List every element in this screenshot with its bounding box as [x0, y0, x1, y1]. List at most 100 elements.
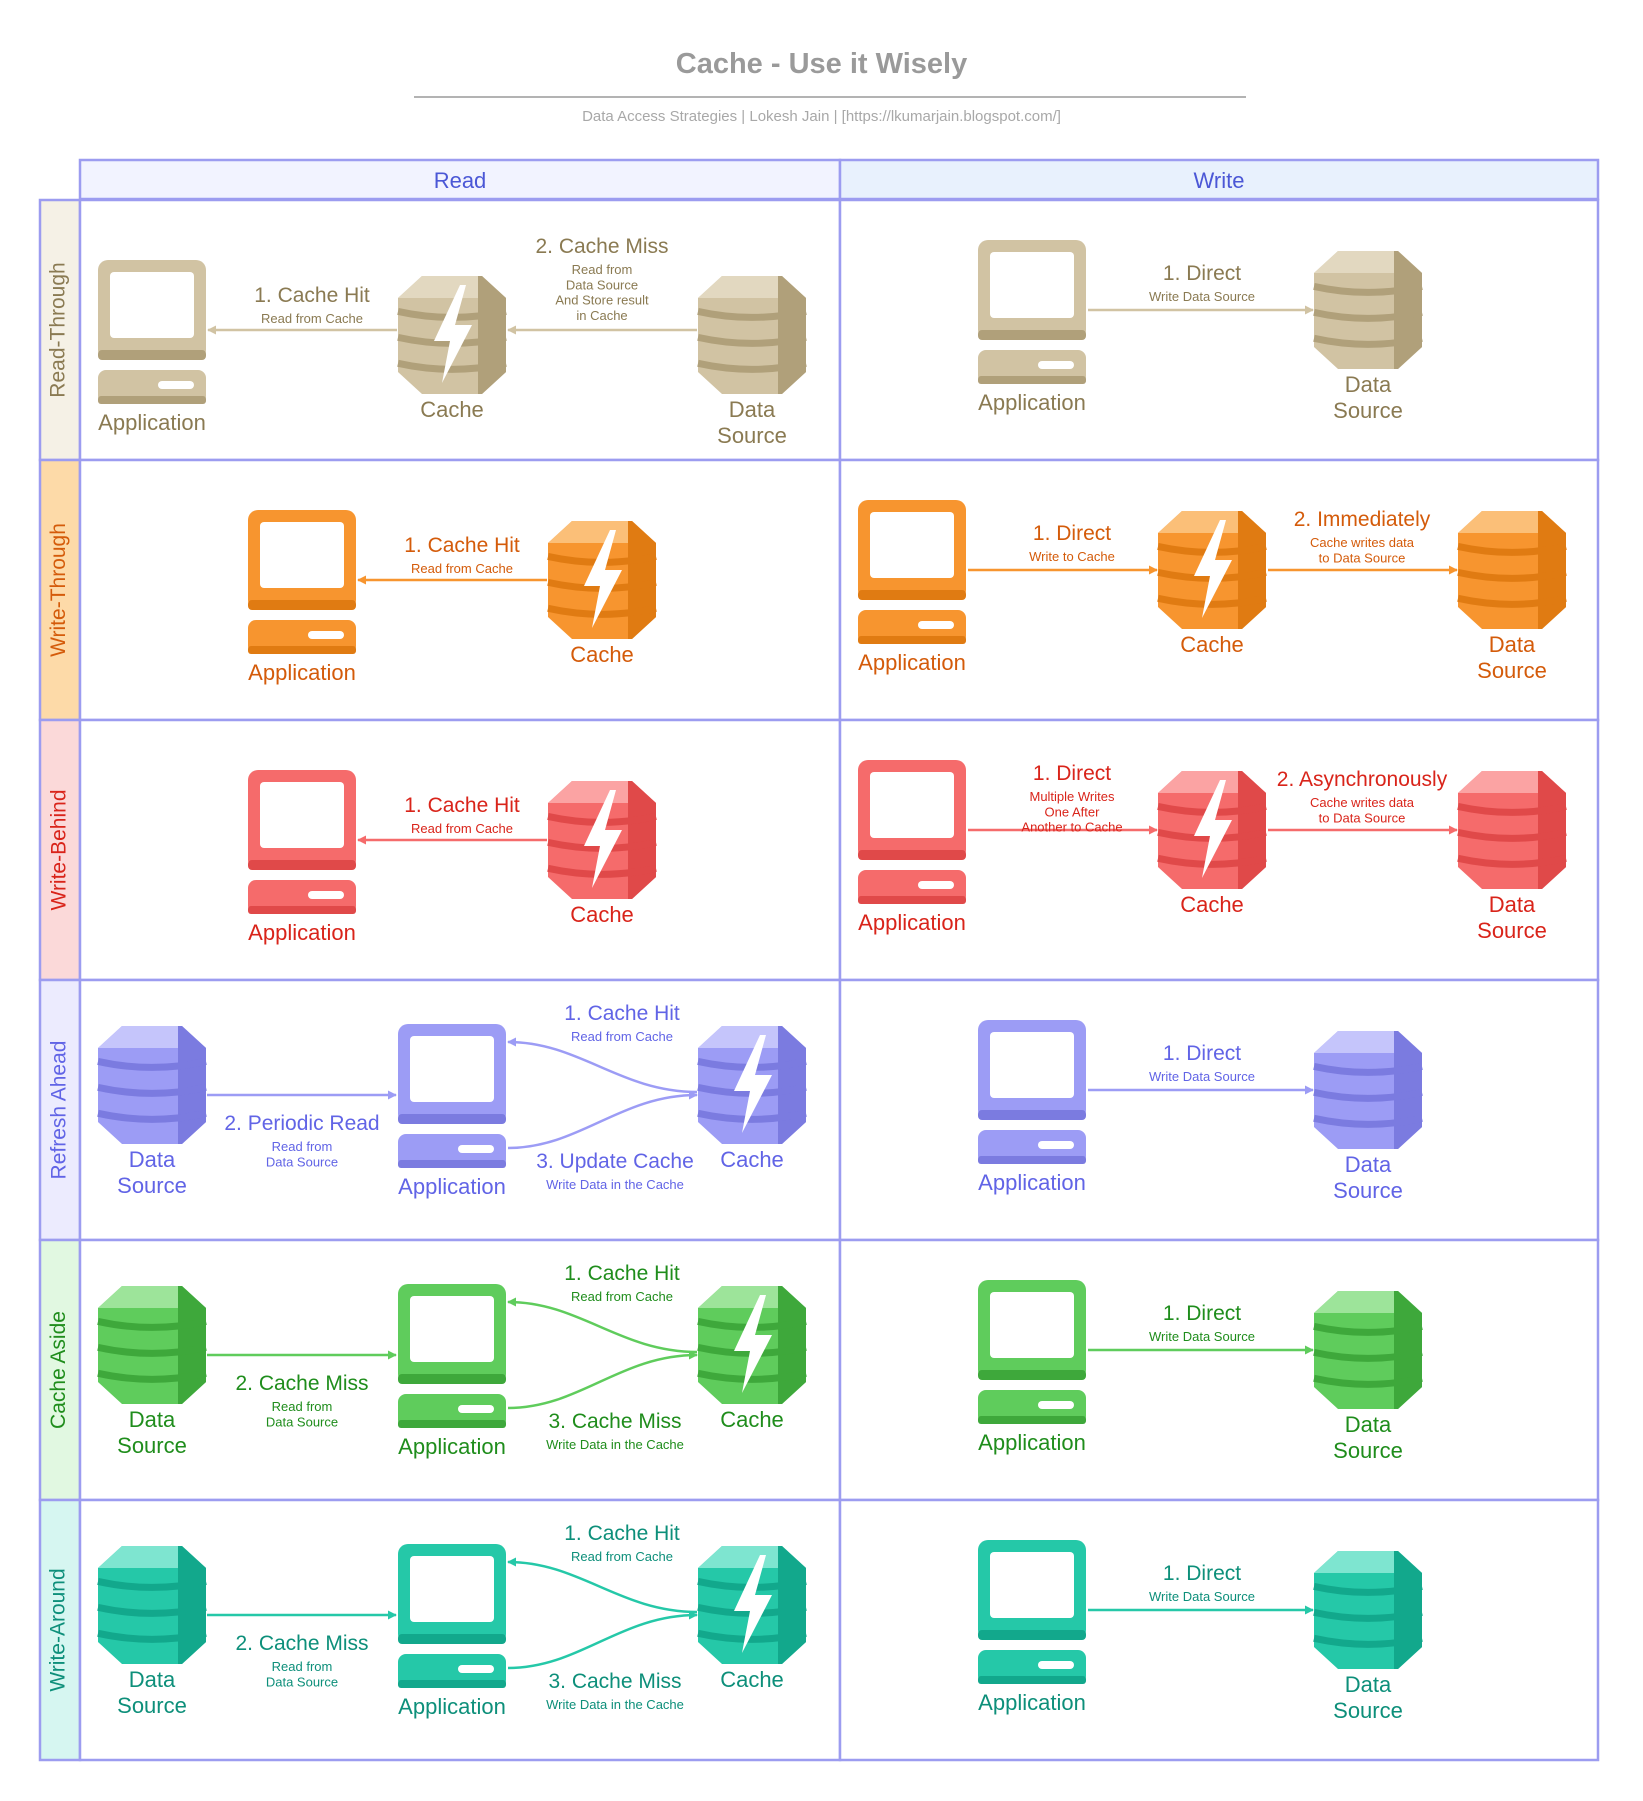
cache-icon — [697, 1026, 807, 1144]
application-icon — [858, 760, 966, 904]
database-icon — [697, 276, 807, 394]
application-label: Application — [858, 910, 966, 935]
arrow-caption: Read from Cache — [571, 1029, 673, 1044]
arrow-title: 1. Cache Hit — [254, 284, 370, 307]
arrow-title: 1. Direct — [1163, 1302, 1241, 1325]
arrow-caption: Read from Cache — [411, 561, 513, 576]
page-title: Cache - Use it Wisely — [675, 48, 968, 80]
arrow-title: 2. Cache Miss — [235, 1372, 368, 1395]
arrow-title: 1. Direct — [1163, 1042, 1241, 1065]
row-band — [38, 1498, 82, 1762]
arrow-caption: Write Data Source — [1149, 1589, 1255, 1604]
arrow-title: 3. Cache Miss — [548, 1410, 681, 1433]
cache-icon — [1157, 511, 1267, 629]
database-icon — [1457, 771, 1567, 889]
arrow-caption: Write Data Source — [1149, 289, 1255, 304]
application-icon — [978, 240, 1086, 384]
arrow-caption: Write Data Source — [1149, 1069, 1255, 1084]
write-cell — [838, 1498, 1600, 1762]
cache-icon — [547, 521, 657, 639]
arrow-caption: Write to Cache — [1029, 549, 1115, 564]
write-cell — [838, 198, 1600, 462]
row-label-write-through: Write-Through — [47, 523, 71, 657]
cache-label: Cache — [1180, 892, 1244, 917]
cache-label: Cache — [420, 397, 484, 422]
application-label: Application — [978, 390, 1086, 415]
application-icon — [978, 1280, 1086, 1424]
flow-arrow — [507, 1090, 698, 1150]
application-label: Application — [978, 1690, 1086, 1715]
arrow-title: 1. Cache Hit — [564, 1522, 680, 1545]
application-label: Application — [978, 1170, 1086, 1195]
arrow-caption: Write Data in the Cache — [546, 1437, 684, 1452]
arrow-caption: Read from Cache — [411, 821, 513, 836]
row-band — [38, 198, 82, 462]
arrow-title: 2. Cache Miss — [535, 235, 668, 258]
page-subtitle: Data Access Strategies | Lokesh Jain | [… — [582, 108, 1061, 125]
application-icon — [398, 1544, 506, 1688]
application-icon — [398, 1024, 506, 1168]
database-icon — [1313, 1291, 1423, 1409]
cache-icon — [1157, 771, 1267, 889]
cache-label: Cache — [720, 1667, 784, 1692]
application-icon — [398, 1284, 506, 1428]
arrow-title: 1. Cache Hit — [564, 1262, 680, 1285]
database-icon — [97, 1026, 207, 1144]
column-header-write: Write — [1193, 168, 1245, 193]
arrow-caption: Read from Cache — [261, 311, 363, 326]
flow-arrow — [507, 1350, 698, 1410]
row-band — [38, 1238, 82, 1502]
application-icon — [98, 260, 206, 404]
row-band — [38, 458, 82, 722]
arrow-title: 1. Direct — [1033, 762, 1111, 785]
row-label-refresh-ahead: Refresh Ahead — [47, 1040, 70, 1180]
cache-label: Cache — [570, 902, 634, 927]
row-label-write-around: Write-Around — [47, 1568, 71, 1692]
application-label: Application — [398, 1434, 506, 1459]
cache-label: Cache — [570, 642, 634, 667]
arrow-title: 1. Cache Hit — [564, 1002, 680, 1025]
application-label: Application — [398, 1174, 506, 1199]
arrow-title: 1. Cache Hit — [404, 794, 520, 817]
column-header-read: Read — [433, 168, 487, 193]
application-label: Application — [858, 650, 966, 675]
arrow-title: 1. Direct — [1163, 1562, 1241, 1585]
arrow-caption: Write Data in the Cache — [546, 1697, 684, 1712]
arrow-title: 1. Direct — [1033, 522, 1111, 545]
arrow-caption: Write Data Source — [1149, 1329, 1255, 1344]
arrow-title: 1. Cache Hit — [404, 534, 520, 557]
arrow-title: 2. Cache Miss — [235, 1632, 368, 1655]
application-label: Application — [98, 410, 206, 435]
row-band — [38, 978, 82, 1242]
flow-arrow — [507, 1297, 698, 1354]
cache-icon — [547, 781, 657, 899]
flow-arrow — [507, 1557, 698, 1614]
cache-label: Cache — [720, 1147, 784, 1172]
arrow-title: 2. Immediately — [1294, 508, 1431, 531]
flow-arrow — [507, 1037, 698, 1094]
row-label-write-behind: Write-Behind — [47, 789, 70, 911]
arrow-title: 2. Periodic Read — [224, 1112, 379, 1135]
application-label: Application — [978, 1430, 1086, 1455]
write-cell — [838, 978, 1600, 1242]
database-icon — [97, 1546, 207, 1664]
application-label: Application — [248, 660, 356, 685]
application-label: Application — [248, 920, 356, 945]
read-cell — [78, 458, 842, 722]
